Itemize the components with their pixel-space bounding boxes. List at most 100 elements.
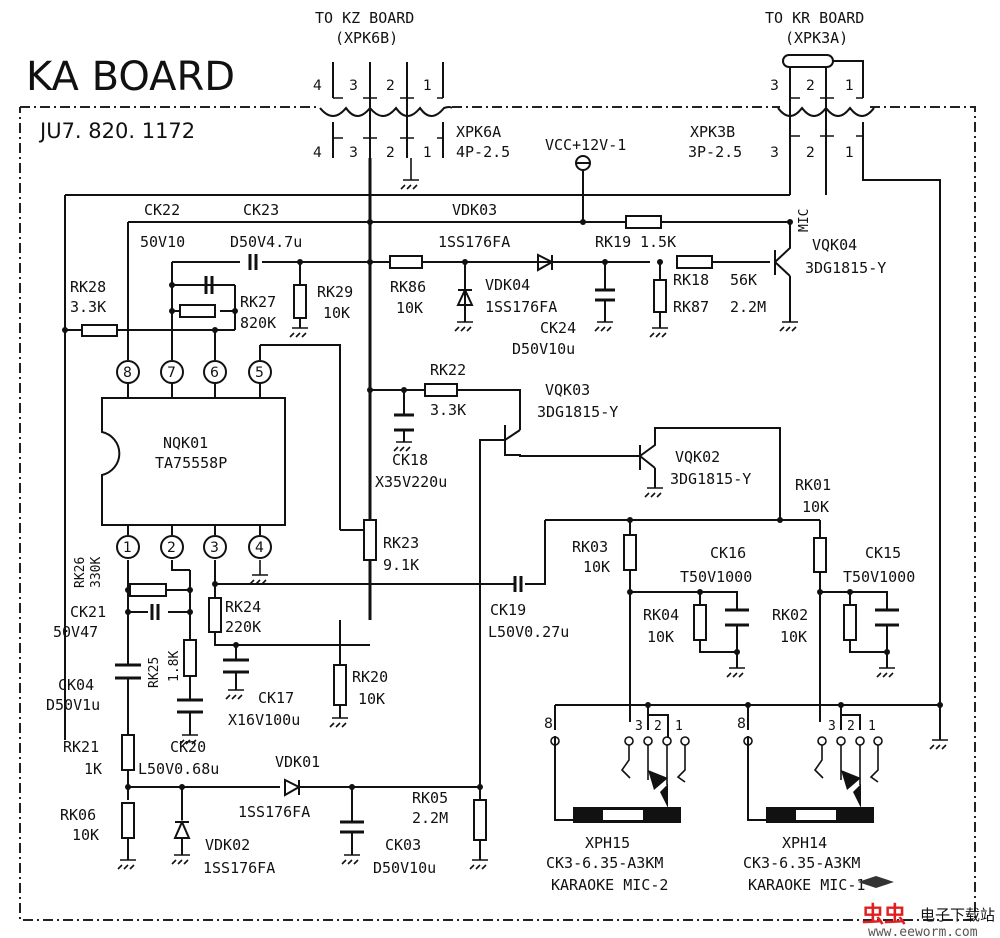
rk19-ref: RK19 — [595, 233, 631, 251]
rk29-value: 10K — [323, 304, 350, 322]
ck17-value: X16V100u — [228, 711, 300, 729]
ck18-ref: CK18 — [392, 451, 428, 469]
rk87-ref: RK87 — [673, 298, 709, 316]
kr-pin-top-2: 2 — [806, 78, 815, 94]
rk27-ref: RK27 — [240, 293, 276, 311]
xph15-pin-1: 1 — [675, 719, 683, 734]
rk19-value: 1.5K — [640, 233, 676, 251]
kz-pin-top-1: 1 — [423, 78, 432, 94]
xph14-name: KARAOKE MIC-1 — [748, 876, 865, 894]
kz-dest-label: TO KZ BOARD — [315, 9, 414, 27]
mic-label: MIC — [797, 209, 812, 232]
watermark-text: 电子下载站 — [920, 906, 995, 924]
vqk04-ref: VQK04 — [812, 236, 857, 254]
kz-pin-bot-1: 1 — [423, 145, 432, 161]
vqk03-part: 3DG1815-Y — [537, 403, 618, 421]
ck19-ref: CK19 — [490, 601, 526, 619]
vcc-label: VCC+12V-1 — [545, 136, 626, 154]
kr-pin-top-3: 3 — [770, 78, 779, 94]
ck17-ref: CK17 — [258, 689, 294, 707]
ck15-ref: CK15 — [865, 544, 901, 562]
rk25-value: 1.8K — [167, 651, 182, 682]
ck15-value: T50V1000 — [843, 568, 915, 586]
ic-pin-3: 3 — [210, 540, 219, 556]
kr-pin-bot-1: 1 — [845, 145, 854, 161]
rk24-ref: RK24 — [225, 598, 261, 616]
rk20-ref: RK20 — [352, 668, 388, 686]
ck24-ref: CK24 — [540, 319, 576, 337]
ck03-ref: CK03 — [385, 836, 421, 854]
rk04-value: 10K — [647, 628, 674, 646]
kz-pin-bot-2: 2 — [386, 145, 395, 161]
ck16-ref: CK16 — [710, 544, 746, 562]
ck24-value: D50V10u — [512, 340, 575, 358]
xph15-pin-2: 2 — [654, 719, 662, 734]
ck22-value: 50V10 — [140, 233, 185, 251]
rk28-value: 3.3K — [70, 298, 106, 316]
vdk03-ref: VDK03 — [452, 201, 497, 219]
ic-ref: NQK01 — [163, 434, 208, 452]
vcc-terminal: VCC+12V-1 — [545, 136, 626, 222]
watermark-url: www.eeworm.com — [868, 925, 978, 938]
xph14-pin-8: 8 — [737, 716, 746, 732]
rk25-ref: RK25 — [147, 657, 162, 688]
ic-pin-4: 4 — [255, 540, 264, 556]
rk22-ref: RK22 — [430, 361, 466, 379]
board-outline — [19, 106, 976, 921]
ck18-value: X35V220u — [375, 473, 447, 491]
kr-dest-label: TO KR BOARD — [765, 9, 864, 27]
vdk01-part: 1SS176FA — [238, 803, 310, 821]
kr-ref: XPK3B — [690, 123, 735, 141]
rk04-ref: RK04 — [643, 606, 679, 624]
ck16-value: T50V1000 — [680, 568, 752, 586]
xph15-part: CK3-6.35-A3KM — [546, 854, 663, 872]
rk06-value: 10K — [72, 826, 99, 844]
ic-pin-7: 7 — [167, 365, 176, 381]
ic-pin-8: 8 — [123, 365, 132, 381]
kz-pin-bot-3: 3 — [349, 145, 358, 161]
ck23-ref: CK23 — [243, 201, 279, 219]
rk01-ref: RK01 — [795, 476, 831, 494]
watermark: 虫虫 电子下载站 www.eeworm.com — [858, 876, 995, 938]
ck03-value: D50V10u — [373, 859, 436, 877]
ck19-value: L50V0.27u — [488, 623, 569, 641]
ic-pin-6: 6 — [210, 365, 219, 381]
vdk03-part: 1SS176FA — [438, 233, 510, 251]
rk20-value: 10K — [358, 690, 385, 708]
xph14-pin-1: 1 — [868, 719, 876, 734]
rk23-value: 9.1K — [383, 556, 419, 574]
kr-pin-bot-2: 2 — [806, 145, 815, 161]
board-code: JU7. 820. 1172 — [38, 119, 195, 143]
rk26-ref: RK26 — [73, 557, 88, 588]
ck04-value: D50V1u — [46, 696, 100, 714]
ic-part: TA75558P — [155, 454, 227, 472]
vdk02-part: 1SS176FA — [203, 859, 275, 877]
rk28-ref: RK28 — [70, 278, 106, 296]
kr-mate-label: (XPK3A) — [785, 29, 848, 47]
kz-type: 4P-2.5 — [456, 143, 510, 161]
rk06-ref: RK06 — [60, 806, 96, 824]
rk05-ref: RK05 — [412, 789, 448, 807]
kz-pin-top-2: 2 — [386, 78, 395, 94]
ck22-ref: CK22 — [144, 201, 180, 219]
kr-shield-loop — [782, 54, 834, 68]
xph15-ref: XPH15 — [585, 834, 630, 852]
component-labels: CK22 50V10 CK23 D50V4.7u VDK03 1SS176FA … — [46, 201, 915, 877]
rk24-value: 220K — [225, 618, 261, 636]
vqk04-part: 3DG1815-Y — [805, 259, 886, 277]
rk02-ref: RK02 — [772, 606, 808, 624]
kz-ref: XPK6A — [456, 123, 501, 141]
rk27-value: 820K — [240, 314, 276, 332]
kz-pin-top-4: 4 — [313, 78, 322, 94]
rk87-value: 2.2M — [730, 298, 766, 316]
watermark-logo: 虫虫 — [862, 902, 906, 928]
rk22-value: 3.3K — [430, 401, 466, 419]
rk23-ref: RK23 — [383, 534, 419, 552]
ck21-ref: CK21 — [70, 603, 106, 621]
kz-mate-label: (XPK6B) — [335, 29, 398, 47]
xph14-part: CK3-6.35-A3KM — [743, 854, 860, 872]
rk03-ref: RK03 — [572, 538, 608, 556]
rk86-value: 10K — [396, 299, 423, 317]
vqk02-ref: VQK02 — [675, 448, 720, 466]
